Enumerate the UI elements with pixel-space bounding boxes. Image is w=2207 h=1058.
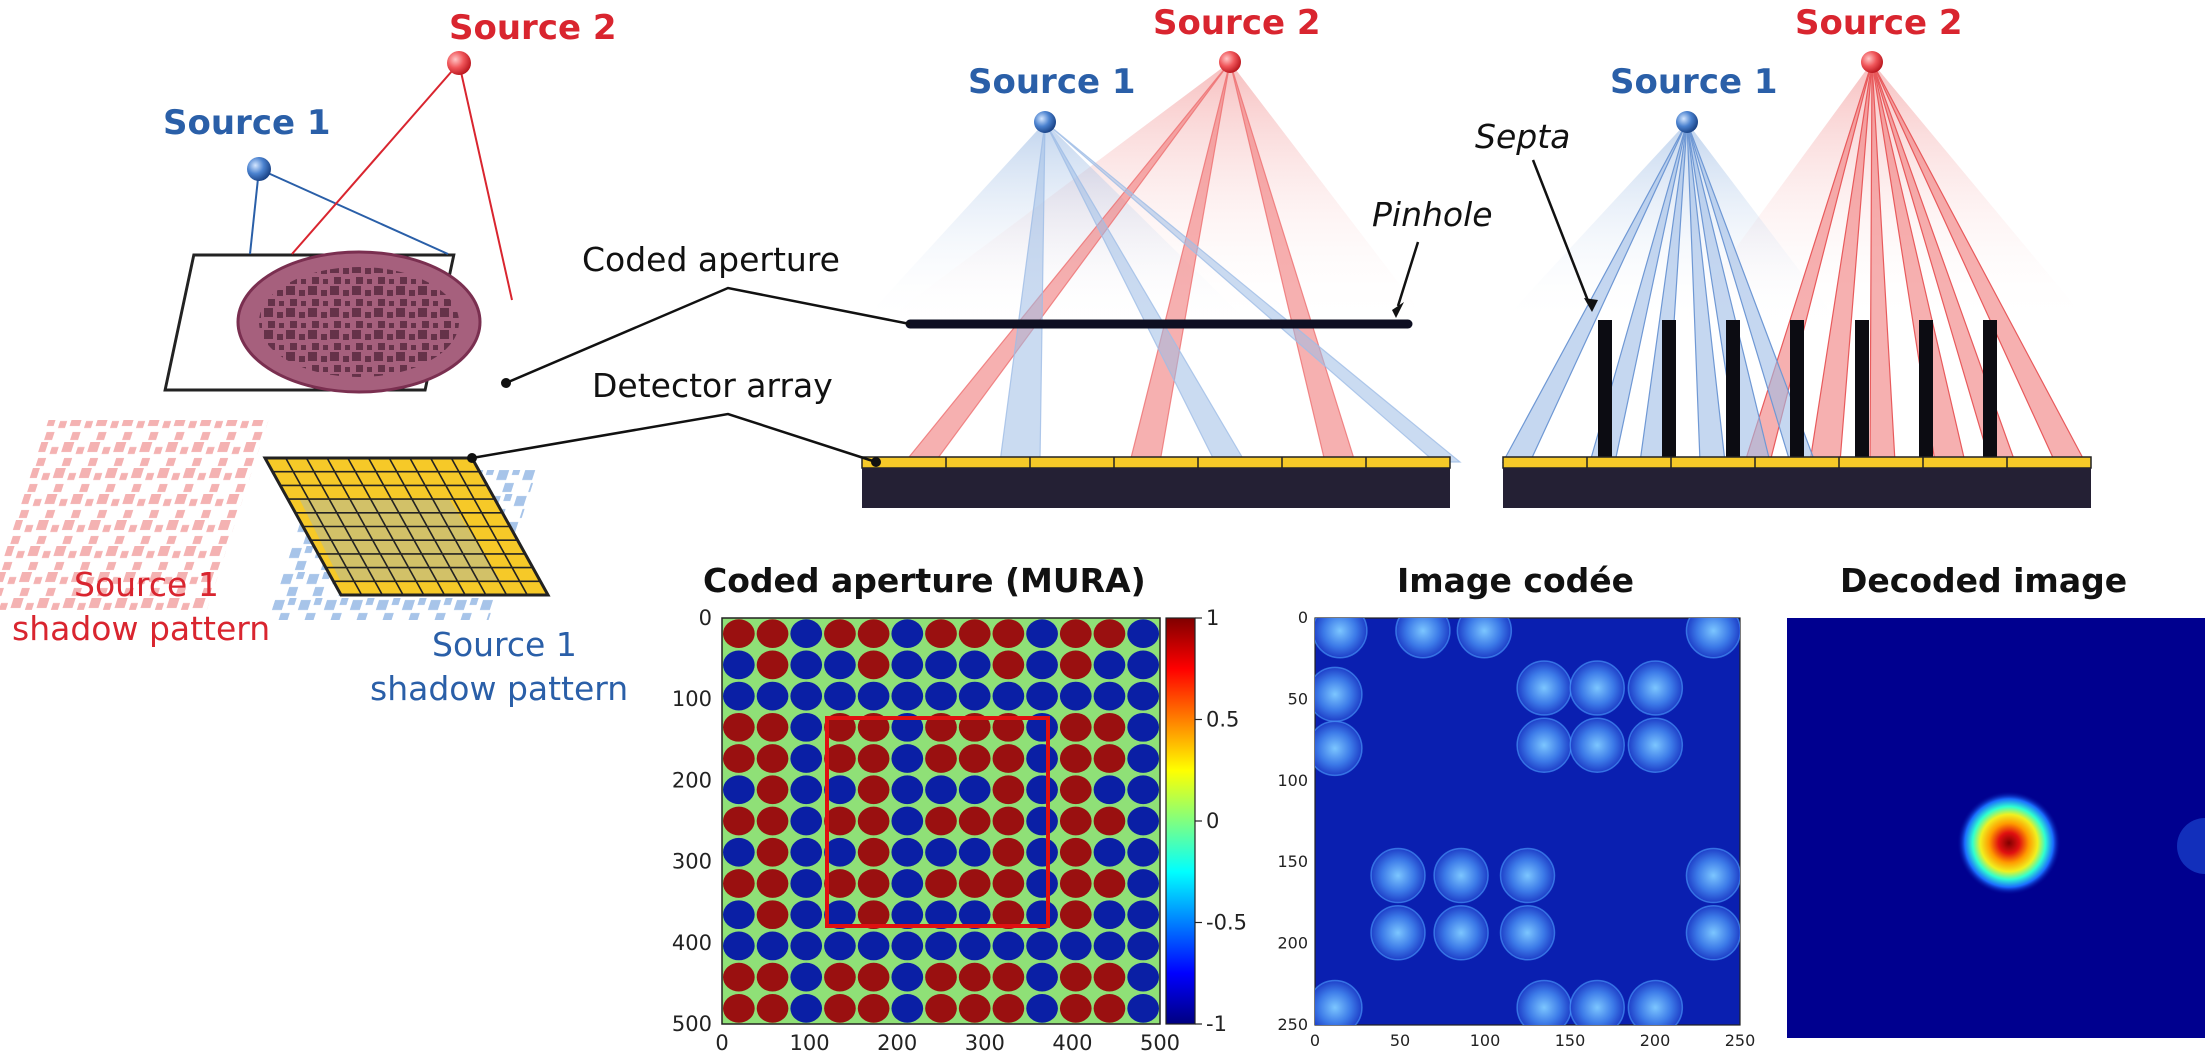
mura-highlight-box — [825, 716, 1050, 928]
detector-leader-dot-1 — [467, 453, 477, 463]
decoded-hotspot — [1957, 791, 2061, 895]
svg-text:200: 200 — [1640, 1031, 1671, 1050]
coded-x-ticks: 0 50 100 150 200 250 — [1310, 1031, 1755, 1050]
mura-mask-elements — [723, 619, 1159, 1023]
svg-text:400: 400 — [672, 931, 712, 955]
mura-colorbar — [1165, 617, 1196, 1025]
decoded-image-title: Decoded image — [1840, 561, 2127, 600]
svg-text:200: 200 — [672, 768, 712, 792]
svg-text:0: 0 — [699, 606, 712, 630]
blue-shadow-label-2: shadow pattern — [370, 669, 628, 708]
svg-text:-0.5: -0.5 — [1206, 911, 1247, 935]
coded-aperture-mask — [163, 250, 482, 394]
svg-text:0: 0 — [1206, 809, 1219, 833]
pinhole-leader — [1396, 241, 1420, 307]
right-blue-cone — [1500, 122, 1840, 324]
right-source2-ball — [1861, 51, 1883, 73]
coded-image-blobs — [1315, 618, 1740, 1025]
mura-x-ticks: 0 100 200 300 400 500 — [715, 1031, 1180, 1055]
left-source2-ball — [447, 51, 471, 75]
svg-text:50: 50 — [1288, 689, 1308, 708]
svg-text:200: 200 — [1277, 934, 1308, 953]
mid-blue-cone — [860, 122, 1250, 324]
svg-text:100: 100 — [1277, 771, 1308, 790]
svg-text:0: 0 — [1310, 1031, 1320, 1050]
right-schematic: Source 2 Source 1 Septa — [1475, 3, 2092, 508]
left-schematic: Source 2 Source 1 Source 1 shadow patter… — [0, 8, 628, 708]
left-source1-label: Source 1 — [163, 103, 331, 143]
coded-aperture-label: Coded aperture — [582, 240, 840, 279]
svg-text:300: 300 — [965, 1031, 1005, 1053]
colorbar-ticks: 1 0.5 0 -0.5 -1 — [1195, 606, 1247, 1036]
right-detector — [1502, 456, 2092, 508]
detector-array-leader — [471, 412, 877, 464]
pinhole-label: Pinhole — [1372, 195, 1493, 234]
red-shadow-label-2: shadow pattern — [12, 609, 270, 648]
svg-text:150: 150 — [1277, 852, 1308, 871]
mid-source1-ball — [1034, 111, 1056, 133]
coded-image-panel: Image codée 0 50 100 150 200 250 0 50 100 150 200… — [1277, 561, 1755, 1050]
septa-label: Septa — [1475, 117, 1570, 156]
left-source2-label: Source 2 — [449, 8, 617, 48]
svg-text:0.5: 0.5 — [1206, 708, 1239, 732]
svg-text:0: 0 — [1298, 608, 1308, 627]
svg-text:300: 300 — [672, 850, 712, 874]
mura-y-ticks: 0 100 200 300 400 500 — [672, 606, 712, 1036]
left-source1-ball — [247, 157, 271, 181]
right-source1-ball — [1676, 111, 1698, 133]
svg-text:0: 0 — [715, 1031, 728, 1053]
mid-source1-label: Source 1 — [968, 62, 1136, 102]
svg-text:500: 500 — [672, 1012, 712, 1036]
left-rays — [249, 62, 513, 301]
svg-text:-1: -1 — [1206, 1012, 1227, 1036]
detector-array-label: Detector array — [592, 366, 833, 405]
decoded-image-panel: Decoded image — [1787, 561, 2205, 1038]
svg-text:250: 250 — [1725, 1031, 1756, 1050]
coded-image-title: Image codée — [1397, 561, 1634, 600]
mid-source2-label: Source 2 — [1153, 3, 1321, 43]
right-source1-label: Source 1 — [1610, 62, 1778, 102]
svg-text:1: 1 — [1206, 606, 1219, 630]
svg-text:100: 100 — [1470, 1031, 1501, 1050]
septa — [1598, 320, 1997, 460]
mid-beams — [903, 61, 1462, 463]
svg-text:200: 200 — [877, 1031, 917, 1053]
red-shadow-pattern — [0, 420, 269, 610]
coded-y-ticks: 0 50 100 150 200 250 — [1277, 608, 1308, 1034]
middle-schematic: Source 2 Source 1 Pinhole Coded aperture… — [467, 3, 1493, 508]
septa-arrowhead — [1584, 298, 1598, 312]
svg-text:100: 100 — [672, 687, 712, 711]
svg-text:50: 50 — [1390, 1031, 1410, 1050]
right-beams — [1501, 61, 2086, 463]
svg-text:400: 400 — [1052, 1031, 1092, 1053]
coded-aperture-leader — [505, 286, 911, 385]
mid-source2-ball — [1219, 51, 1241, 73]
mid-detector — [861, 456, 1451, 508]
svg-text:250: 250 — [1277, 1015, 1308, 1034]
detector-array-grid — [262, 456, 551, 597]
pinhole-arrowhead — [1392, 302, 1404, 318]
mura-panel-title: Coded aperture (MURA) — [703, 561, 1146, 600]
blue-shadow-label-1: Source 1 — [432, 625, 577, 664]
svg-text:100: 100 — [790, 1031, 830, 1053]
right-source2-label: Source 2 — [1795, 3, 1963, 43]
septa-leader — [1531, 159, 1592, 307]
svg-text:150: 150 — [1555, 1031, 1586, 1050]
coded-aperture-leader-dot — [501, 378, 511, 388]
decoded-faint-spot — [2177, 818, 2205, 874]
svg-text:500: 500 — [1140, 1031, 1180, 1053]
detector-leader-dot-2 — [871, 457, 881, 467]
red-shadow-label-1: Source 1 — [74, 565, 219, 604]
